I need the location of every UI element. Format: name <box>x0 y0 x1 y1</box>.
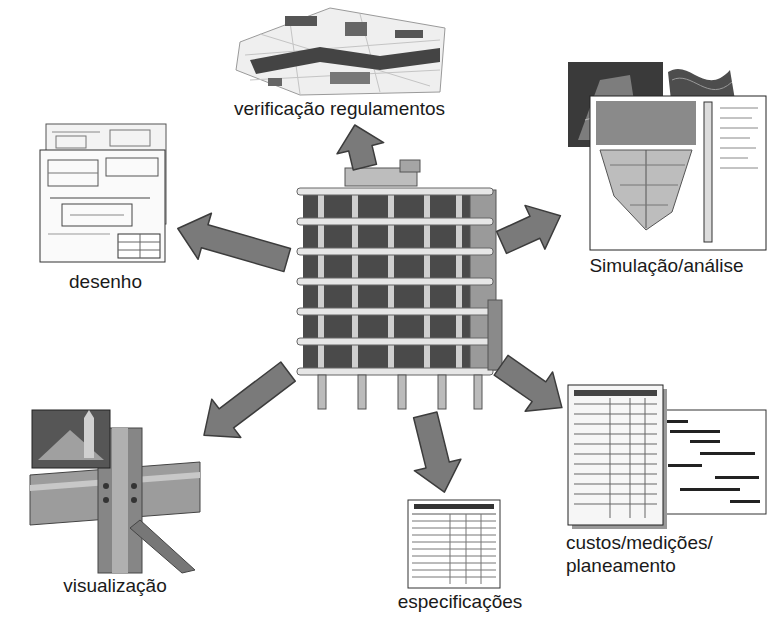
caption: verificação regulamentos <box>234 97 445 120</box>
building-model <box>292 172 497 410</box>
caption-row: especificações <box>395 590 525 613</box>
simulation-item: Simulação/análise <box>565 58 768 277</box>
caption: especificações <box>398 590 523 613</box>
block-arrow <box>414 412 461 492</box>
block-arrow <box>497 205 561 253</box>
caption: desenho <box>69 270 142 293</box>
simulation-image <box>568 62 766 250</box>
image-area <box>38 122 173 270</box>
floor-plan-image <box>236 8 445 95</box>
drawing-item: desenho <box>38 122 173 293</box>
caption: visualização <box>63 574 167 597</box>
image-area <box>565 58 768 254</box>
specifications-image <box>408 500 500 588</box>
caption: custos/medições/ planeamento <box>566 531 754 577</box>
visualization-image <box>30 410 200 573</box>
regulations-item: verificação regulamentos <box>232 2 448 120</box>
visualization-item: visualização <box>30 408 200 597</box>
caption-row: Simulação/análise <box>565 254 768 277</box>
specifications-item: especificações <box>395 497 525 613</box>
caption-row: custos/medições/ planeamento <box>566 531 766 577</box>
caption-row: visualização <box>30 574 200 597</box>
image-area <box>232 2 448 97</box>
image-area <box>395 497 525 590</box>
block-arrow <box>494 355 562 411</box>
image-area <box>566 383 766 531</box>
caption-row: desenho <box>38 270 173 293</box>
block-arrow <box>337 125 384 170</box>
image-area <box>292 172 497 410</box>
building-model-image <box>297 160 502 409</box>
caption: Simulação/análise <box>589 254 743 277</box>
block-arrow <box>204 362 295 438</box>
block-arrow <box>178 213 291 271</box>
drawing-sheets-image <box>40 124 166 262</box>
costs-planning-image <box>568 385 766 529</box>
costs-item: custos/medições/ planeamento <box>566 383 766 577</box>
caption-row: verificação regulamentos <box>232 97 448 120</box>
image-area <box>30 408 200 574</box>
